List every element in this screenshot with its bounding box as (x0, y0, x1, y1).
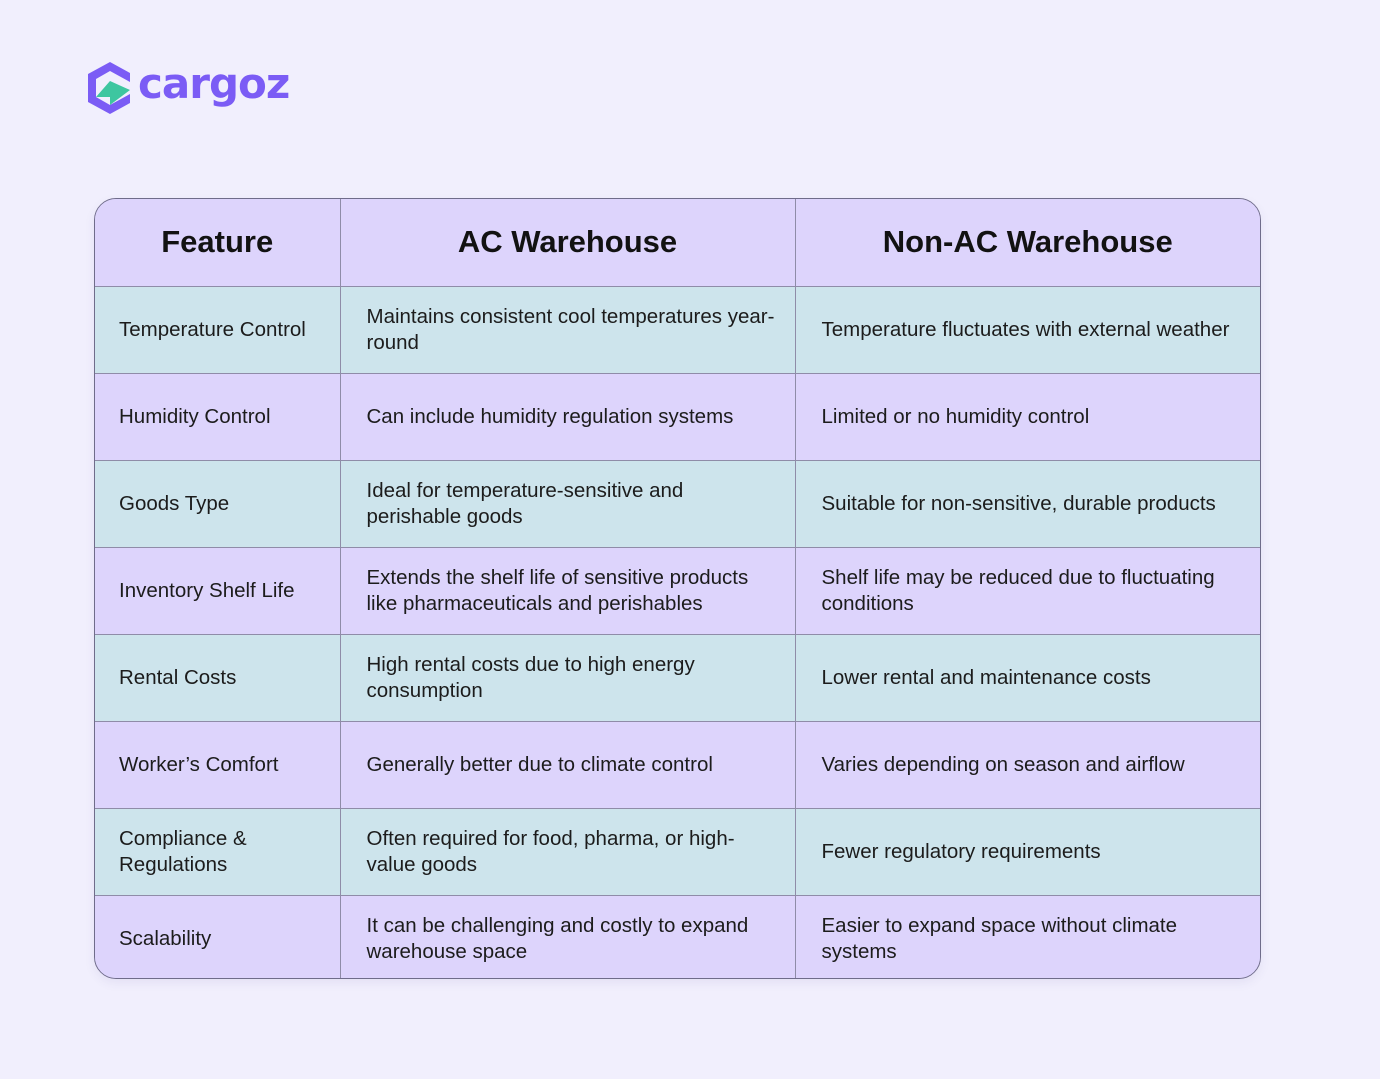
non-ac-cell: Lower rental and maintenance costs (794, 633, 1260, 722)
feature-cell: Inventory Shelf Life (95, 546, 341, 635)
cargoz-logo: cargoz (86, 59, 290, 116)
feature-cell: Goods Type (95, 459, 341, 548)
feature-cell: Scalability (95, 894, 341, 978)
comparison-table-container: Feature AC Warehouse Non-AC Warehouse Te… (94, 198, 1261, 979)
ac-cell: Can include humidity regulation systems (339, 372, 796, 461)
cargoz-wordmark: cargoz (138, 59, 290, 108)
header-non-ac-warehouse: Non-AC Warehouse (794, 199, 1260, 287)
non-ac-cell: Fewer regulatory requirements (794, 807, 1260, 896)
table-row: Inventory Shelf Life Extends the shelf l… (95, 546, 1260, 635)
table-row: Rental Costs High rental costs due to hi… (95, 633, 1260, 722)
cargoz-logo-mark-icon (88, 62, 130, 114)
ac-cell: Maintains consistent cool temperatures y… (339, 285, 796, 374)
ac-cell: It can be challenging and costly to expa… (339, 894, 796, 978)
non-ac-cell: Easier to expand space without climate s… (794, 894, 1260, 978)
non-ac-cell: Limited or no humidity control (794, 372, 1260, 461)
ac-cell: Often required for food, pharma, or high… (339, 807, 796, 896)
table-row: Temperature Control Maintains consistent… (95, 285, 1260, 374)
feature-cell: Temperature Control (95, 285, 341, 374)
ac-cell: Extends the shelf life of sensitive prod… (339, 546, 796, 635)
non-ac-cell: Shelf life may be reduced due to fluctua… (794, 546, 1260, 635)
ac-cell: Ideal for temperature-sensitive and peri… (339, 459, 796, 548)
table-row: Scalability It can be challenging and co… (95, 894, 1260, 978)
non-ac-cell: Varies depending on season and airflow (794, 720, 1260, 809)
non-ac-cell: Suitable for non-sensitive, durable prod… (794, 459, 1260, 548)
comparison-table: Feature AC Warehouse Non-AC Warehouse Te… (95, 199, 1260, 978)
table-header-row: Feature AC Warehouse Non-AC Warehouse (95, 199, 1260, 287)
table-row: Humidity Control Can include humidity re… (95, 372, 1260, 461)
header-feature: Feature (95, 199, 341, 287)
feature-cell: Rental Costs (95, 633, 341, 722)
table-row: Worker’s Comfort Generally better due to… (95, 720, 1260, 809)
ac-cell: High rental costs due to high energy con… (339, 633, 796, 722)
table-row: Compliance & Regulations Often required … (95, 807, 1260, 896)
ac-cell: Generally better due to climate control (339, 720, 796, 809)
non-ac-cell: Temperature fluctuates with external wea… (794, 285, 1260, 374)
feature-cell: Humidity Control (95, 372, 341, 461)
feature-cell: Compliance & Regulations (95, 807, 341, 896)
feature-cell: Worker’s Comfort (95, 720, 341, 809)
header-ac-warehouse: AC Warehouse (339, 199, 796, 287)
table-row: Goods Type Ideal for temperature-sensiti… (95, 459, 1260, 548)
